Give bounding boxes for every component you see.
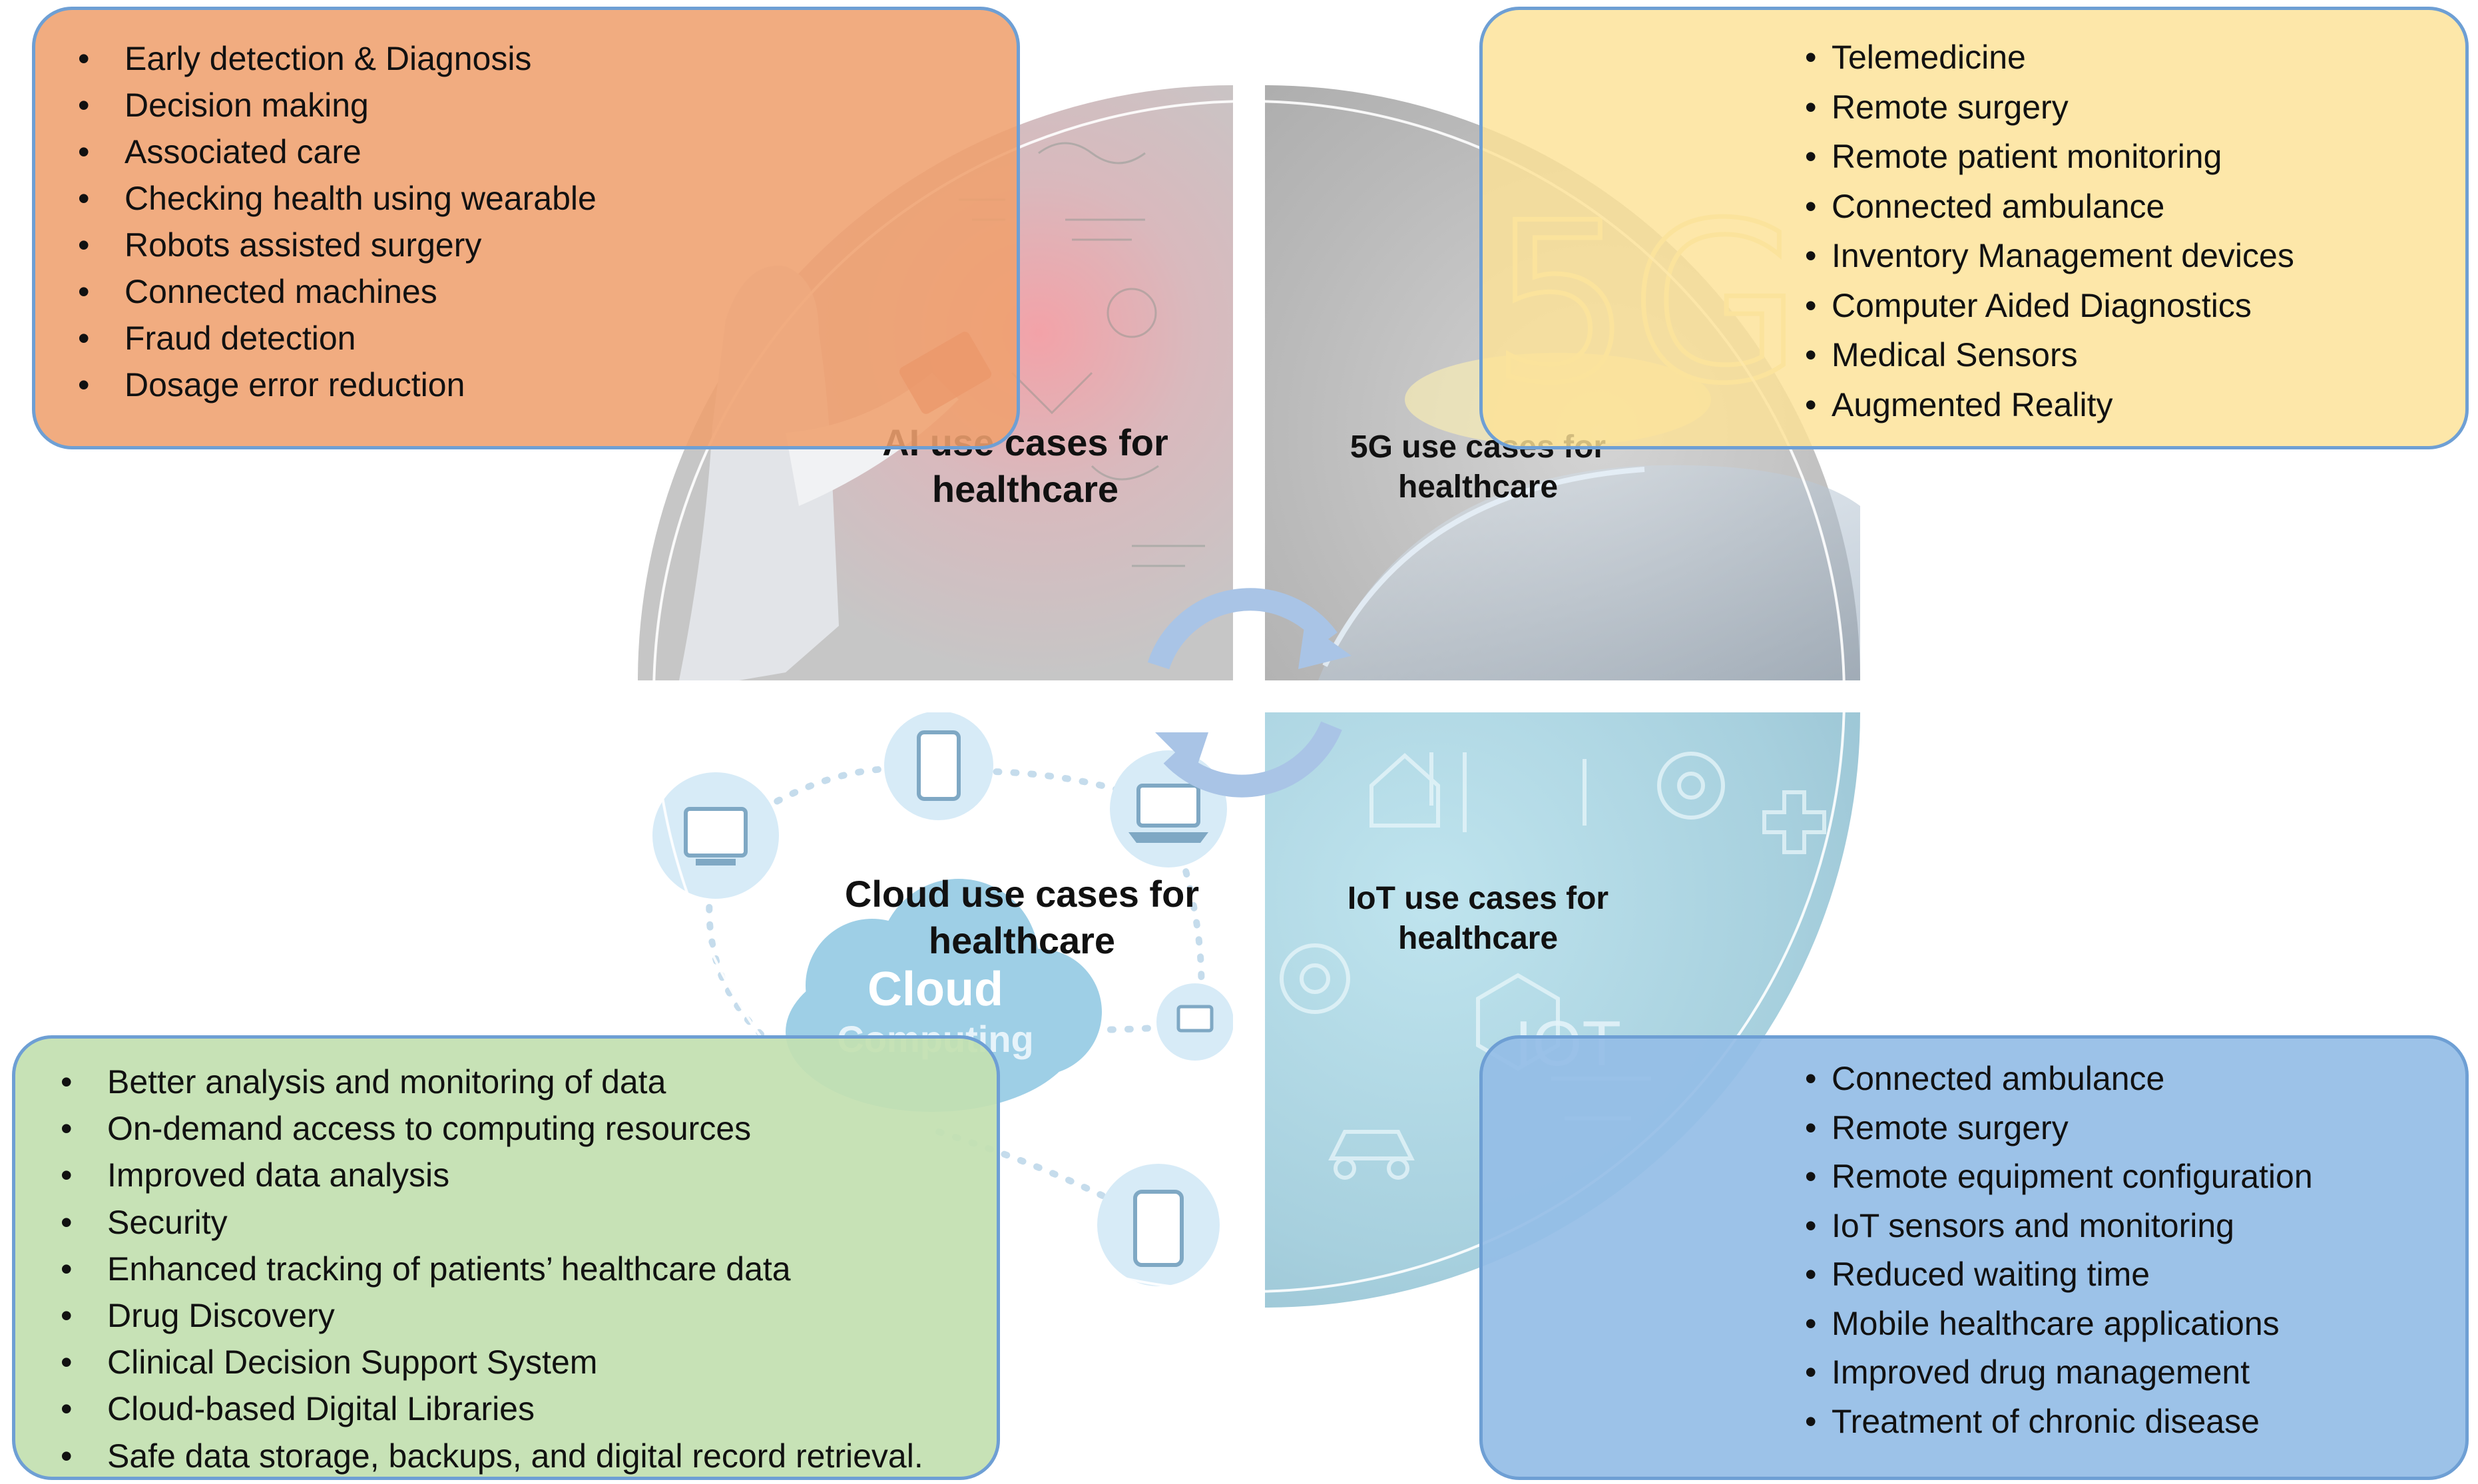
- list-item: Remote equipment configuration: [1805, 1152, 2465, 1202]
- ai-use-cases-box: Early detection & Diagnosis Decision mak…: [32, 7, 1020, 449]
- top-cycle-arrow: [1147, 588, 1338, 670]
- list-item: Checking health using wearable: [78, 175, 1017, 222]
- cloud-quadrant-title: Cloud use cases for healthcare: [792, 871, 1252, 964]
- 5g-title-line2: healthcare: [1397, 469, 1559, 505]
- list-item: Inventory Management devices: [1805, 231, 2465, 281]
- list-item: Dosage error reduction: [78, 362, 1017, 408]
- list-item: Connected ambulance: [1805, 1055, 2465, 1104]
- list-item: Cloud-based Digital Libraries: [61, 1385, 997, 1432]
- cycle-arrows: [1147, 588, 1352, 798]
- list-item: Mobile healthcare applications: [1805, 1300, 2465, 1349]
- cloud-use-cases-box: Better analysis and monitoring of data O…: [12, 1035, 1000, 1480]
- cloud-use-cases-list: Better analysis and monitoring of data O…: [15, 1039, 997, 1477]
- ai-use-cases-list: Early detection & Diagnosis Decision mak…: [35, 10, 1017, 408]
- list-item: Remote surgery: [1805, 1104, 2465, 1153]
- list-item: Medical Sensors: [1805, 330, 2465, 380]
- list-item: Drug Discovery: [61, 1292, 997, 1339]
- list-item: On-demand access to computing resources: [61, 1105, 997, 1152]
- bottom-arrowhead-icon: [1155, 732, 1208, 772]
- list-item: Remote surgery: [1805, 83, 2465, 132]
- list-item: Enhanced tracking of patients’ healthcar…: [61, 1246, 997, 1292]
- earth-globe: [1318, 465, 1860, 680]
- list-item: Improved data analysis: [61, 1152, 997, 1198]
- list-item: Connected machines: [78, 268, 1017, 315]
- 5g-use-cases-box: Telemedicine Remote surgery Remote patie…: [1479, 7, 2469, 449]
- cloud-watermark-line1: Cloud: [867, 963, 1003, 1016]
- iot-circuit-icons: [1280, 752, 1826, 1180]
- list-item: Safe data storage, backups, and digital …: [61, 1433, 997, 1477]
- list-item: Telemedicine: [1805, 33, 2465, 83]
- list-item: Improved drug management: [1805, 1348, 2465, 1397]
- iot-use-cases-box: Connected ambulance Remote surgery Remot…: [1479, 1035, 2469, 1480]
- list-item: Reduced waiting time: [1805, 1250, 2465, 1300]
- iot-title-line2: healthcare: [1397, 921, 1559, 956]
- iot-use-cases-list: Connected ambulance Remote surgery Remot…: [1483, 1039, 2465, 1446]
- list-item: IoT sensors and monitoring: [1805, 1202, 2465, 1251]
- cloud-title-line2: healthcare: [928, 919, 1116, 961]
- list-item: Early detection & Diagnosis: [78, 35, 1017, 82]
- list-item: Augmented Reality: [1805, 380, 2465, 430]
- list-item: Better analysis and monitoring of data: [61, 1059, 997, 1105]
- ai-title-line2: healthcare: [931, 468, 1119, 510]
- list-item: Decision making: [78, 82, 1017, 128]
- list-item: Fraud detection: [78, 315, 1017, 362]
- list-item: Associated care: [78, 128, 1017, 175]
- iot-quadrant-title: IoT use cases for healthcare: [1292, 879, 1664, 959]
- list-item: Robots assisted surgery: [78, 222, 1017, 268]
- list-item: Remote patient monitoring: [1805, 132, 2465, 182]
- 5g-use-cases-list: Telemedicine Remote surgery Remote patie…: [1483, 10, 2465, 429]
- iot-title-line1: IoT use cases for: [1347, 881, 1609, 916]
- list-item: Treatment of chronic disease: [1805, 1397, 2465, 1447]
- list-item: Security: [61, 1199, 997, 1246]
- cloud-graphic: Cloud Computing: [786, 879, 1102, 1112]
- list-item: Connected ambulance: [1805, 182, 2465, 232]
- bottom-cycle-arrow: [1163, 721, 1342, 798]
- list-item: Computer Aided Diagnostics: [1805, 281, 2465, 331]
- cloud-title-line1: Cloud use cases for: [844, 873, 1200, 915]
- top-arrowhead-icon: [1298, 622, 1352, 669]
- list-item: Clinical Decision Support System: [61, 1339, 997, 1385]
